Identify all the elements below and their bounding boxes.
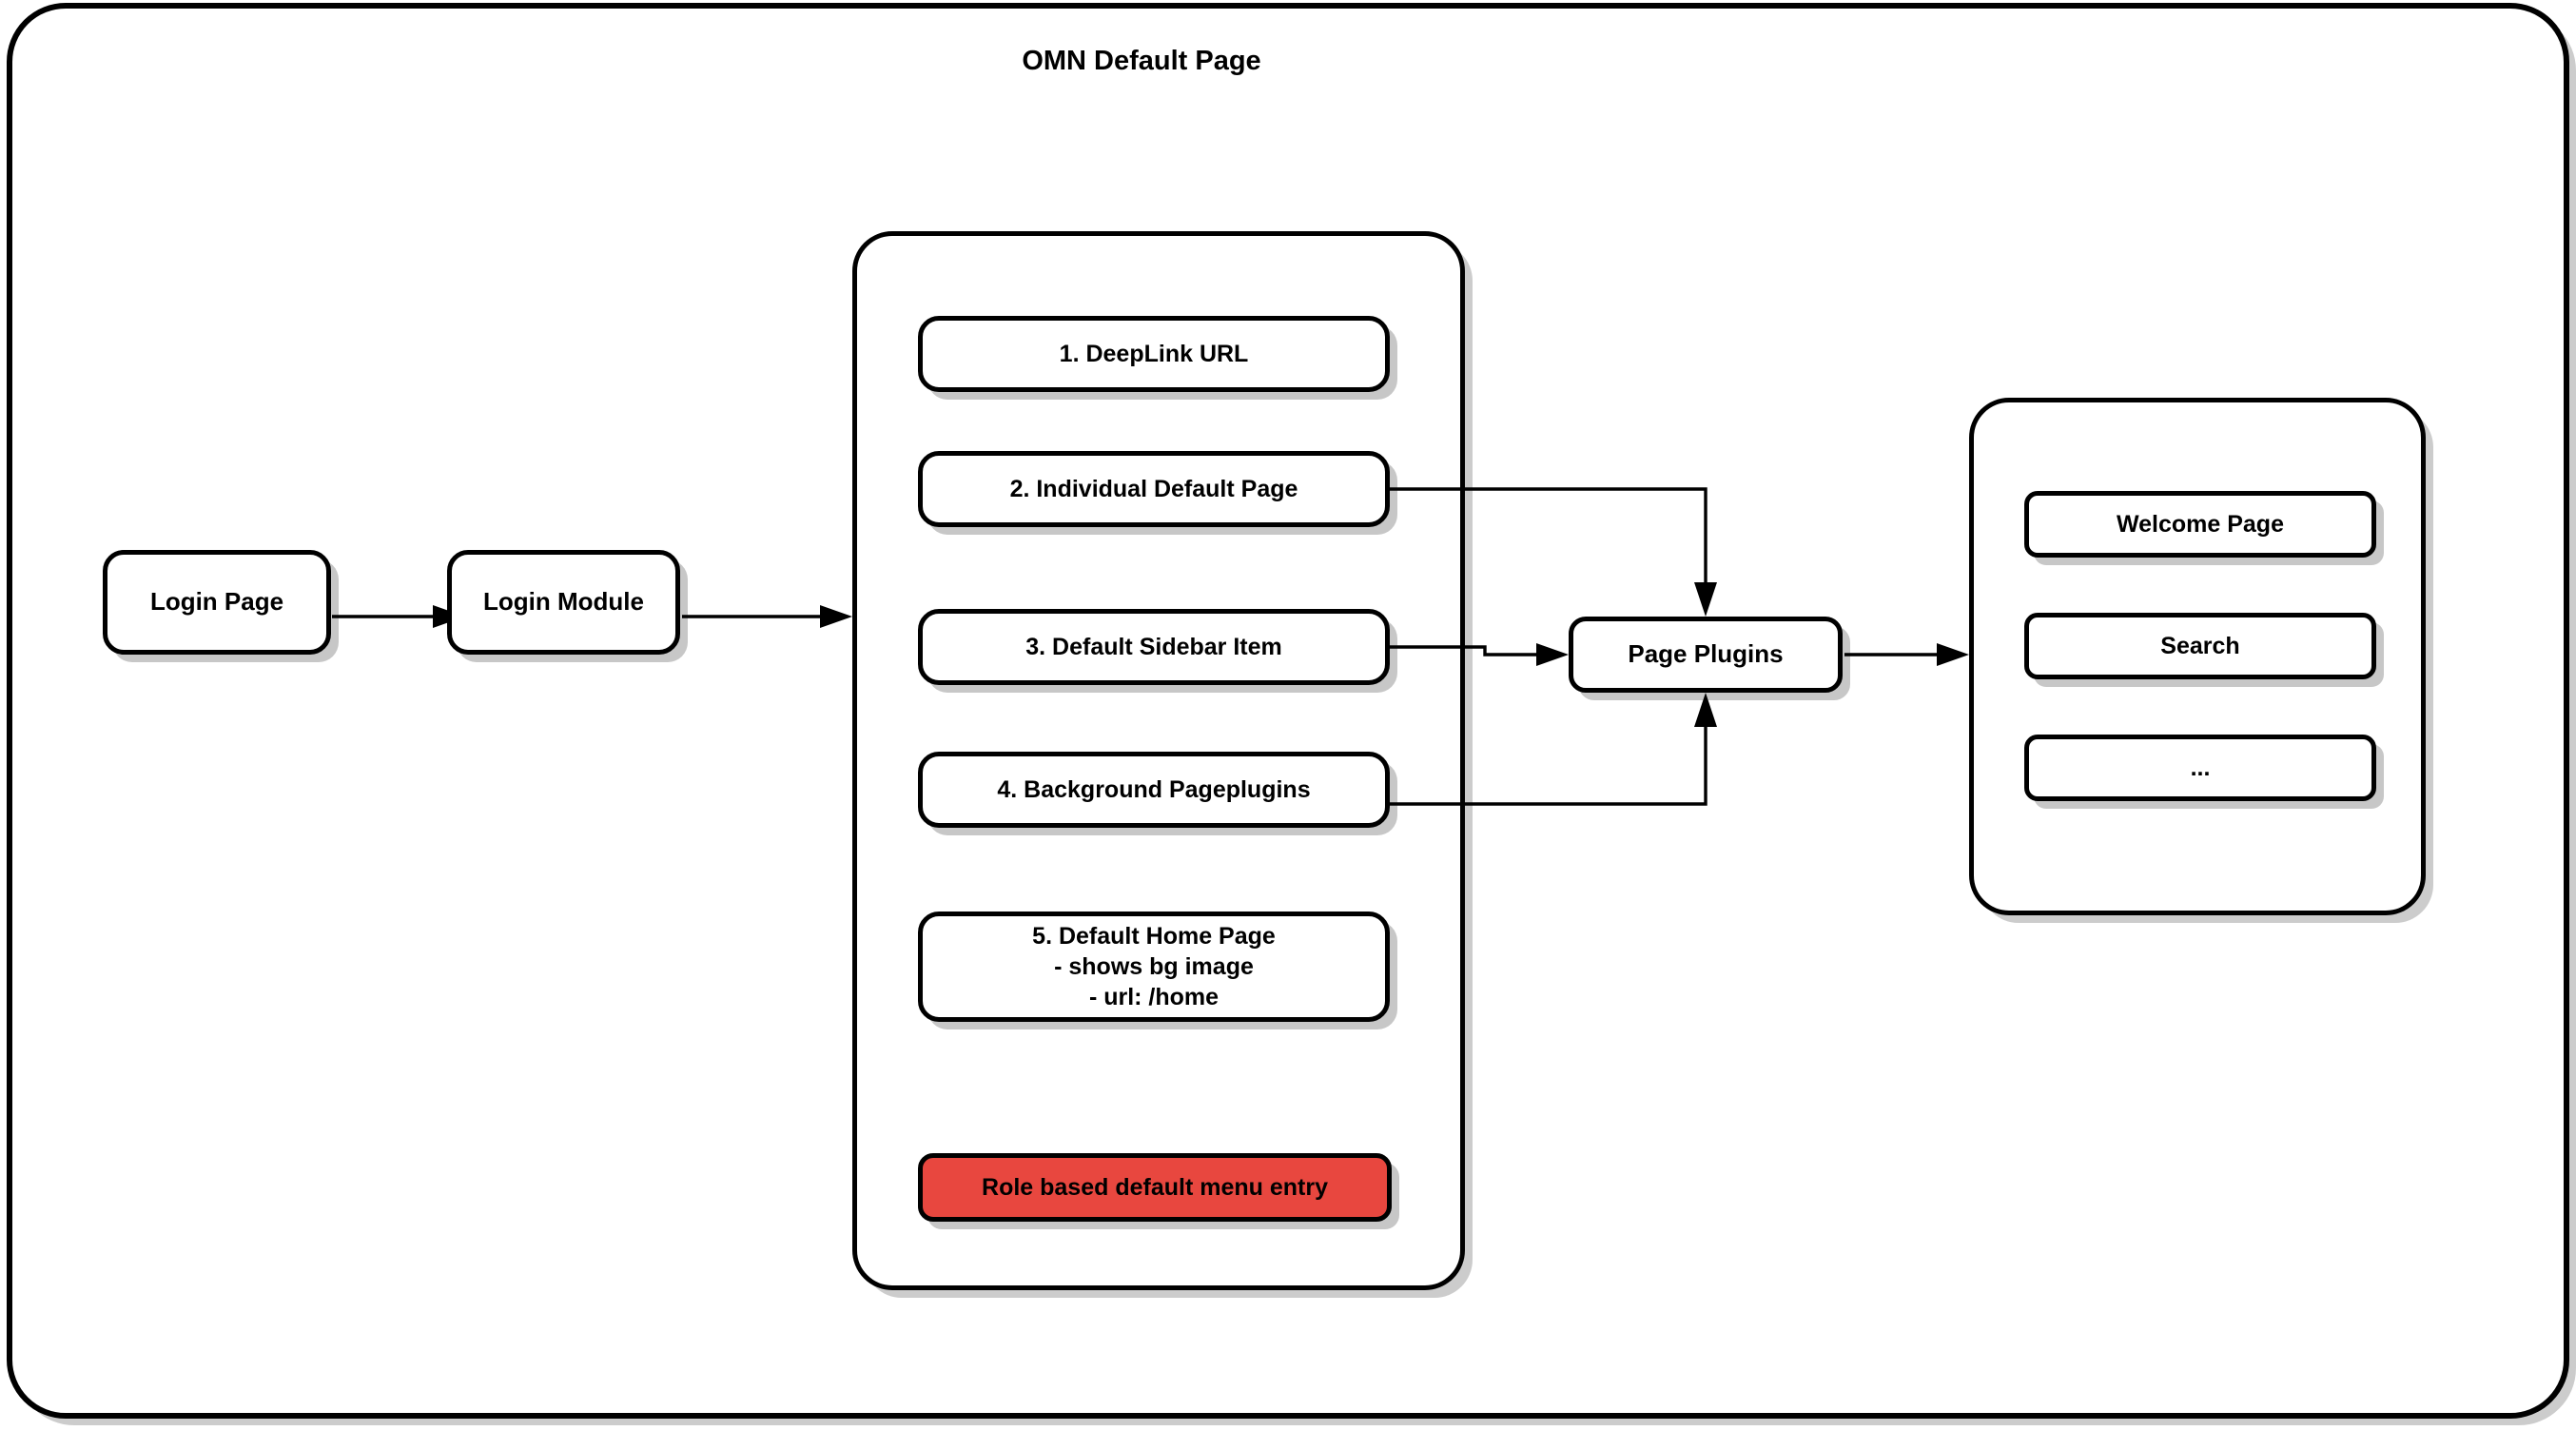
option-default-sidebar-item[interactable]: 3. Default Sidebar Item bbox=[918, 609, 1390, 685]
option-background-pageplugins[interactable]: 4. Background Pageplugins bbox=[918, 752, 1390, 828]
node-login-page[interactable]: Login Page bbox=[103, 550, 331, 655]
plugin-more[interactable]: ... bbox=[2024, 735, 2376, 801]
option-default-home-page[interactable]: 5. Default Home Page - shows bg image - … bbox=[918, 912, 1390, 1022]
option-default-home-page-line3: - url: /home bbox=[1088, 984, 1220, 1010]
plugin-search[interactable]: Search bbox=[2024, 613, 2376, 679]
option-individual-default-page[interactable]: 2. Individual Default Page bbox=[918, 451, 1390, 527]
role-based-default-menu-entry[interactable]: Role based default menu entry bbox=[918, 1153, 1392, 1222]
node-login-module[interactable]: Login Module bbox=[447, 550, 680, 655]
node-page-plugins[interactable]: Page Plugins bbox=[1569, 617, 1843, 693]
option-default-home-page-line1: 5. Default Home Page bbox=[1032, 923, 1276, 950]
option-default-home-page-line2: - shows bg image bbox=[1054, 953, 1254, 980]
plugin-welcome-page[interactable]: Welcome Page bbox=[2024, 491, 2376, 558]
page-title: OMN Default Page bbox=[1022, 46, 1261, 76]
option-deeplink-url[interactable]: 1. DeepLink URL bbox=[918, 316, 1390, 392]
